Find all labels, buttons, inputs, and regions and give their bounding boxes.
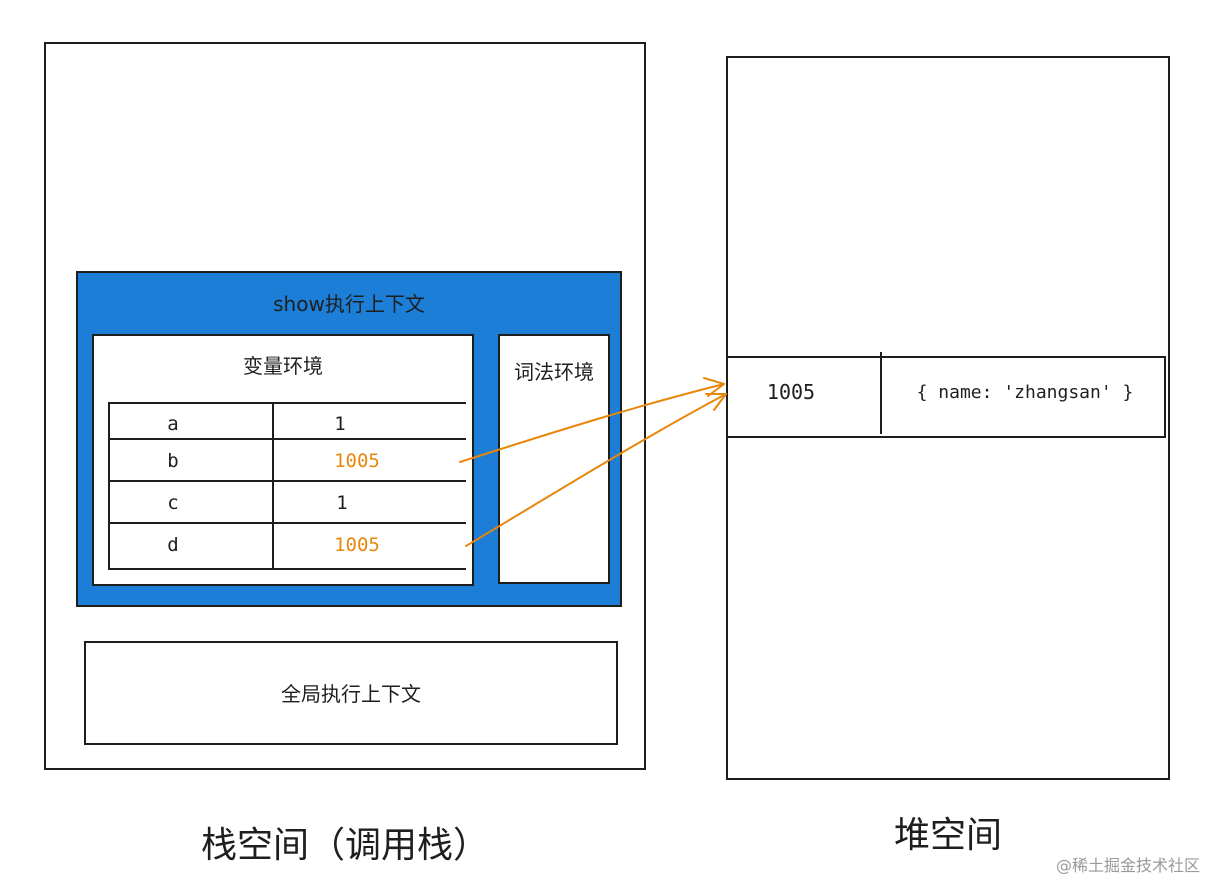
table-border-top bbox=[108, 402, 466, 404]
variable-table: a 1 b 1005 c 1 d 1005 bbox=[108, 402, 466, 570]
variable-environment bbox=[92, 334, 474, 586]
table-column-divider bbox=[272, 402, 274, 570]
lexical-environment bbox=[498, 334, 610, 584]
watermark: @稀土掘金技术社区 bbox=[1055, 856, 1200, 875]
lexical-environment-title: 词法环境 bbox=[514, 360, 594, 384]
table-row-divider bbox=[108, 438, 466, 440]
heap-entry-divider bbox=[880, 352, 882, 434]
stack-space-label: 栈空间（调用栈） bbox=[200, 825, 489, 866]
global-context-title: 全局执行上下文 bbox=[281, 682, 421, 706]
variable-name-d: d bbox=[167, 534, 179, 556]
show-context-title: show执行上下文 bbox=[273, 292, 425, 316]
table-row-divider bbox=[108, 480, 466, 482]
table-row-divider bbox=[108, 522, 466, 524]
variable-value-d: 1005 bbox=[334, 534, 380, 556]
variable-value-c: 1 bbox=[336, 492, 348, 514]
variable-name-a: a bbox=[167, 413, 179, 435]
variable-value-a: 1 bbox=[334, 413, 346, 435]
variable-name-b: b bbox=[167, 450, 179, 472]
arrow-b-to-heap bbox=[459, 383, 725, 463]
heap-entry-value: { name: 'zhangsan' } bbox=[916, 382, 1134, 403]
arrow-d-to-heap bbox=[465, 393, 727, 547]
heap-entry-address: 1005 bbox=[766, 380, 816, 404]
table-border-left bbox=[108, 402, 110, 570]
arrow-d-head bbox=[705, 393, 727, 411]
heap-entry-row bbox=[726, 356, 1166, 438]
global-execution-context bbox=[84, 641, 618, 745]
table-border-bottom bbox=[108, 568, 466, 570]
variable-environment-title: 变量环境 bbox=[243, 354, 323, 378]
heap-space-label: 堆空间 bbox=[893, 815, 1002, 856]
variable-value-b: 1005 bbox=[334, 450, 380, 472]
variable-name-c: c bbox=[167, 492, 179, 514]
